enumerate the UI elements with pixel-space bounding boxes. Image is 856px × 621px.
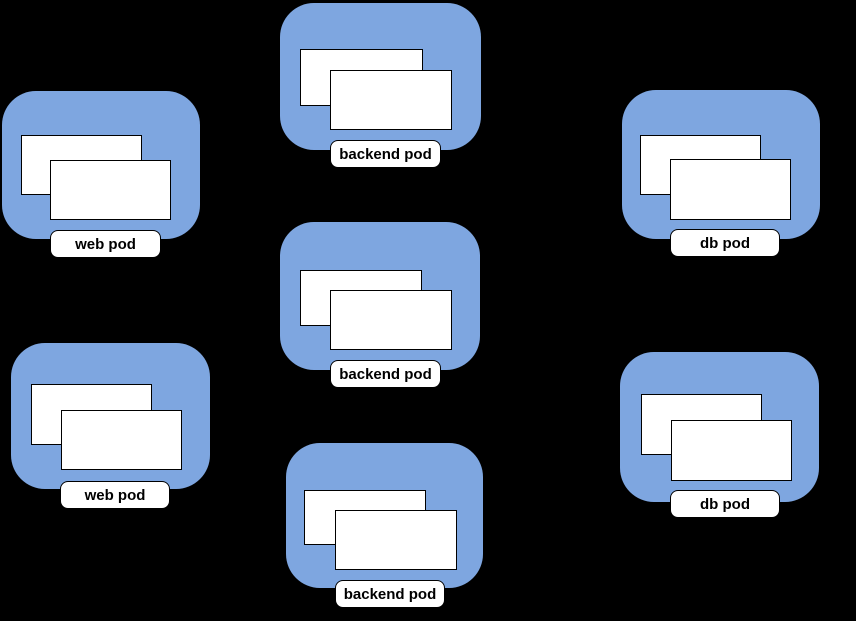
pod-label-backend-2: backend pod xyxy=(330,360,441,388)
pod-backend-2: backend pod xyxy=(280,222,480,388)
pod-label-db-1: db pod xyxy=(670,229,780,257)
container-box-front xyxy=(50,160,171,220)
container-box-front xyxy=(330,290,452,350)
container-box-front xyxy=(335,510,457,570)
pod-db-1: db pod xyxy=(622,90,820,257)
pod-label-backend-3: backend pod xyxy=(335,580,445,608)
pod-db-2: db pod xyxy=(620,352,819,518)
pod-backend-3: backend pod xyxy=(286,443,483,608)
container-box-front xyxy=(330,70,452,130)
container-box-front xyxy=(670,159,791,220)
pod-label-web-2: web pod xyxy=(60,481,170,509)
pod-label-db-2: db pod xyxy=(670,490,780,518)
container-box-front xyxy=(61,410,182,470)
pod-label-web-1: web pod xyxy=(50,230,161,258)
pod-web-2: web pod xyxy=(11,343,210,509)
pod-backend-1: backend pod xyxy=(280,3,481,168)
pod-web-1: web pod xyxy=(2,91,200,258)
container-box-front xyxy=(671,420,792,481)
pod-label-backend-1: backend pod xyxy=(330,140,441,168)
